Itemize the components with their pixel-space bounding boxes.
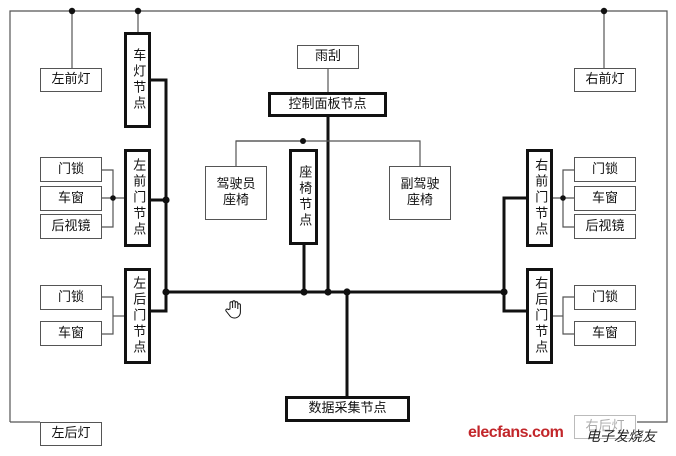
passenger-seat-box: 副驾驶 座椅 — [389, 166, 451, 220]
rf-mirror-label: 后视镜 — [585, 218, 625, 234]
lr-door-lock-label: 门锁 — [57, 289, 84, 305]
left-headlight-box: 左前灯 — [40, 68, 102, 92]
control-panel-node-box: 控制面板节点 — [268, 92, 387, 117]
headlight-node-label: 车灯节点 — [130, 48, 146, 112]
rf-door-lock-label: 门锁 — [591, 161, 618, 177]
left-headlight-label: 左前灯 — [51, 72, 91, 88]
hand-cursor-icon — [225, 300, 241, 319]
driver-seat-box: 驾驶员 座椅 — [205, 166, 267, 220]
lf-window-box: 车窗 — [40, 186, 102, 211]
junction-dot — [162, 196, 170, 204]
lf-mirror-label: 后视镜 — [51, 218, 91, 234]
junction-dot — [162, 288, 170, 296]
rain-wiper-box: 雨刮 — [297, 45, 359, 69]
watermark-site: elecfans.com — [468, 424, 564, 441]
junction-dot — [560, 195, 566, 201]
lf-door-lock-label: 门锁 — [57, 161, 84, 177]
device-links — [102, 68, 574, 335]
lr-window-box: 车窗 — [40, 321, 102, 346]
right-rear-door-node-label: 右后门节点 — [532, 276, 548, 356]
right-headlight-box: 右前灯 — [574, 68, 636, 92]
device-junctions — [110, 138, 566, 201]
data-acquisition-node-box: 数据采集节点 — [285, 396, 410, 422]
rf-window-box: 车窗 — [574, 186, 636, 211]
power-loop — [9, 10, 668, 423]
headlight-node-feed — [150, 78, 168, 292]
right-door-feed — [502, 196, 526, 313]
rr-device-bracket — [562, 296, 574, 335]
bus-junctions — [162, 196, 508, 296]
rr-door-lock-label: 门锁 — [591, 289, 618, 305]
right-headlight-label: 右前灯 — [585, 72, 625, 88]
right-front-door-node-box: 右前门节点 — [526, 149, 553, 247]
lf-door-lock-box: 门锁 — [40, 157, 102, 182]
seat-node-box: 座椅节点 — [289, 149, 318, 245]
right-front-door-node-label: 右前门节点 — [532, 158, 548, 238]
right-rear-door-node-box: 右后门节点 — [526, 268, 553, 364]
junction-dot — [300, 288, 308, 296]
junction-dot — [324, 288, 332, 296]
can-bus — [150, 78, 526, 396]
junction-dot — [300, 138, 306, 144]
junction-dot — [500, 288, 508, 296]
power-junctions — [68, 7, 608, 15]
right-taillight-box: 右后灯 — [574, 415, 636, 439]
control-panel-node-label: 控制面板节点 — [288, 96, 367, 112]
data-acquisition-node-label: 数据采集节点 — [308, 401, 387, 417]
lf-mirror-box: 后视镜 — [40, 214, 102, 239]
lr-device-bracket — [102, 296, 114, 335]
junction-dot — [134, 7, 142, 15]
lr-door-lock-box: 门锁 — [40, 285, 102, 310]
driver-seat-label: 驾驶员 座椅 — [216, 177, 256, 208]
left-front-door-node-box: 左前门节点 — [124, 149, 151, 247]
rr-window-box: 车窗 — [574, 321, 636, 346]
junction-dot — [343, 288, 351, 296]
rf-mirror-box: 后视镜 — [574, 214, 636, 239]
watermark-cn: 电子发烧友 — [586, 429, 656, 445]
junction-dot — [110, 195, 116, 201]
left-taillight-box: 左后灯 — [40, 422, 102, 446]
lr-window-label: 车窗 — [57, 325, 84, 341]
left-rear-door-node-label: 左后门节点 — [130, 276, 146, 356]
rr-window-label: 车窗 — [591, 325, 618, 341]
junction-dot — [600, 7, 608, 15]
left-front-door-node-label: 左前门节点 — [130, 158, 146, 238]
headlight-node-box: 车灯节点 — [124, 32, 151, 128]
seat-bracket — [235, 140, 421, 166]
rf-door-lock-box: 门锁 — [574, 157, 636, 182]
rf-window-label: 车窗 — [591, 190, 618, 206]
left-rear-door-feed — [150, 292, 168, 313]
junction-dot — [68, 7, 76, 15]
right-taillight-label: 右后灯 — [585, 419, 625, 435]
rr-door-lock-box: 门锁 — [574, 285, 636, 310]
passenger-seat-label: 副驾驶 座椅 — [400, 177, 440, 208]
left-taillight-label: 左后灯 — [51, 426, 91, 442]
seat-node-label: 座椅节点 — [296, 165, 312, 229]
rain-wiper-label: 雨刮 — [314, 49, 341, 65]
outer-loop-line — [9, 10, 668, 423]
lf-window-label: 车窗 — [57, 190, 84, 206]
left-rear-door-node-box: 左后门节点 — [124, 268, 151, 364]
